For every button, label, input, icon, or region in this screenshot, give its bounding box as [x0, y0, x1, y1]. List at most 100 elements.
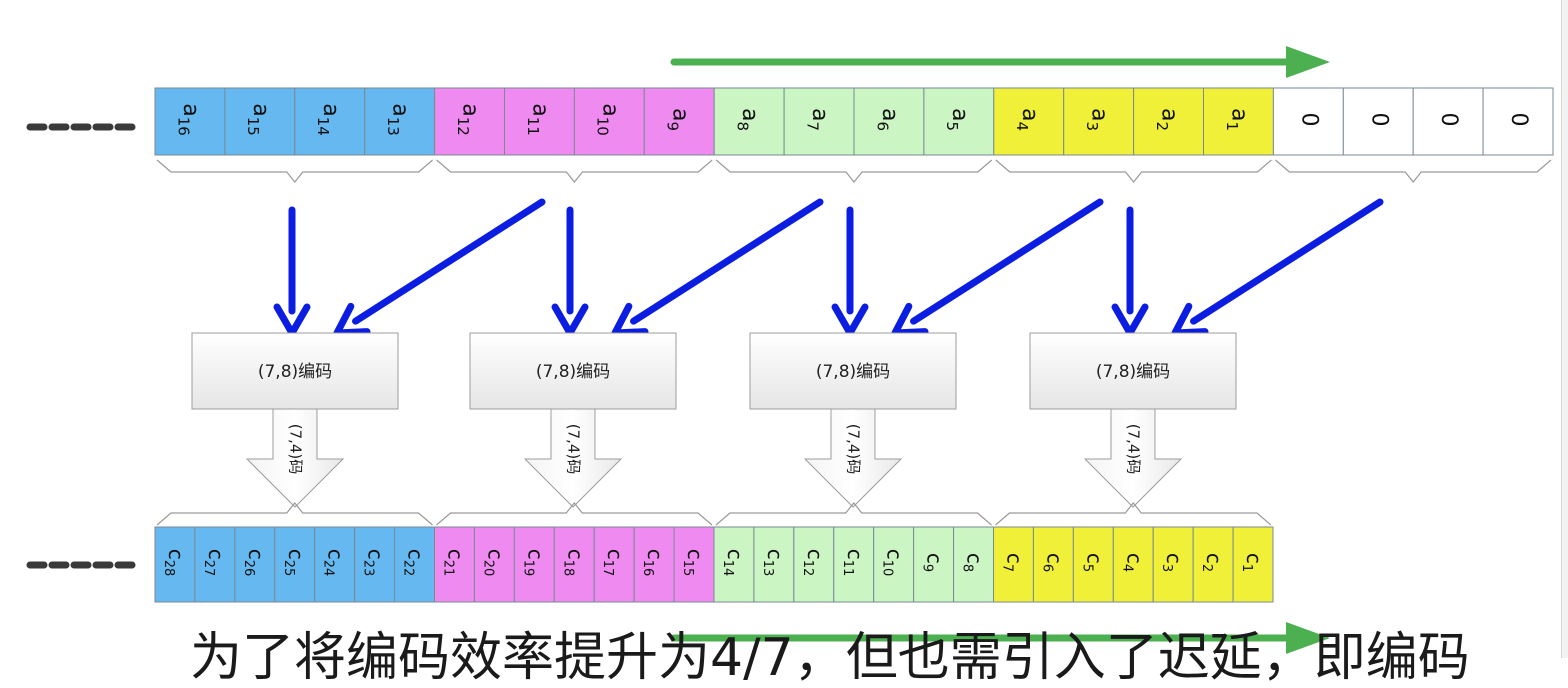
cell-box: [633, 526, 675, 603]
output-cell: c11: [833, 526, 875, 603]
down-arrow-shape: [803, 408, 903, 508]
cell-label: a14: [315, 103, 343, 136]
cell-box: [1482, 87, 1554, 156]
cell-label: a13: [385, 103, 413, 136]
output-cell: c9: [913, 526, 955, 603]
cell-label: a3: [1084, 108, 1112, 131]
encoder-label: (7,8)编码: [816, 362, 890, 382]
input-cell: a11: [504, 87, 575, 156]
cell-box: [853, 87, 925, 156]
cell-label: c23: [361, 549, 388, 577]
cell-label: c22: [401, 549, 428, 577]
input-cell: a6: [853, 87, 925, 156]
cell-label: c3: [1160, 553, 1187, 572]
output-cell: c21: [434, 526, 475, 603]
cell-label: c19: [521, 549, 548, 577]
cell-label: c7: [1000, 553, 1027, 572]
output-cell: c26: [234, 526, 276, 603]
cell-label: c16: [641, 549, 668, 577]
cell-label: 0: [1366, 113, 1391, 127]
mapping-arrow: [831, 206, 869, 337]
cell-box: [224, 87, 296, 156]
input-cell: a3: [1063, 87, 1135, 156]
cell-label: c1: [1240, 553, 1267, 572]
mapping-arrow: [1171, 198, 1384, 337]
output-cell: c15: [673, 526, 715, 603]
input-cell: a10: [573, 87, 645, 156]
encoder-box: [1029, 332, 1237, 410]
output-cell: c23: [354, 526, 396, 603]
cell-label: c21: [441, 549, 468, 577]
encoder-box: [749, 332, 957, 410]
cell-box: [274, 526, 316, 603]
group-brace: [995, 159, 1272, 183]
output-cell: c27: [194, 526, 236, 603]
arrow-label: (7,4)码: [845, 424, 863, 475]
output-cell: c19: [513, 526, 555, 603]
input-cell: a1: [1203, 87, 1274, 156]
cell-box: [314, 526, 356, 603]
output-cell: c13: [753, 526, 795, 603]
cell-box: [993, 526, 1034, 603]
output-cell: c25: [274, 526, 316, 603]
output-cell: c22: [394, 526, 436, 603]
cell-box: [354, 526, 396, 603]
input-cell: a15: [224, 87, 296, 156]
cell-box: [1272, 87, 1344, 156]
cell-label: a12: [454, 103, 482, 136]
cell-label: c24: [321, 549, 348, 577]
output-cell: c1: [1232, 526, 1274, 603]
output-cell: c16: [633, 526, 675, 603]
mapping-arrow: [273, 206, 311, 337]
direction-arrow-top: [670, 46, 1330, 78]
cell-label: c17: [601, 549, 628, 577]
output-group-braces: [156, 502, 1272, 526]
cell-box: [513, 526, 555, 603]
group-brace: [156, 502, 433, 526]
cell-box: [553, 526, 595, 603]
cell-label: c10: [880, 549, 907, 577]
group-brace: [715, 502, 992, 526]
encoder-box: [469, 332, 677, 410]
down-arrow-shape: [523, 408, 623, 508]
cell-label: c2: [1200, 553, 1227, 572]
group-brace: [995, 502, 1272, 526]
mapping-arrows: [273, 198, 1384, 337]
cell-label: 0: [1506, 113, 1531, 127]
output-cell: c10: [873, 526, 915, 603]
mapping-arrow: [611, 198, 824, 337]
cell-box: [294, 87, 366, 156]
cell-label: c26: [241, 549, 268, 577]
cell-label: c18: [561, 549, 588, 577]
cell-box: [783, 87, 855, 156]
encoder-block: (7,8)编码(7,4)码: [469, 332, 677, 508]
output-cell: c14: [713, 526, 755, 603]
cell-box: [1133, 87, 1204, 156]
arrow-label: (7,4)码: [287, 424, 305, 475]
output-cell: c18: [553, 526, 595, 603]
input-cell: a13: [364, 87, 436, 156]
encoder-block: (7,8)编码 (7,4)码: [749, 332, 957, 508]
mapping-arrow: [891, 198, 1104, 337]
cell-box: [1192, 526, 1234, 603]
output-cell: c5: [1072, 526, 1114, 603]
group-brace: [715, 159, 993, 183]
encoder-label: (7,8)编码: [1096, 362, 1170, 382]
output-cell: c20: [473, 526, 515, 603]
input-cell: a5: [923, 87, 995, 156]
cell-box: [1232, 526, 1274, 603]
encoder-block: (7,8)编码(7,4)码: [191, 332, 399, 508]
arrow-label: (7,4)码: [565, 424, 583, 475]
cell-box: [753, 526, 795, 603]
cell-label: c28: [161, 549, 188, 577]
cell-label: c15: [681, 549, 708, 577]
cell-label: a2: [1153, 108, 1181, 131]
down-arrow-shape: [245, 408, 345, 508]
cell-box: [833, 526, 875, 603]
cell-label: c27: [201, 549, 228, 577]
cell-label: a5: [944, 108, 972, 131]
cell-box: [434, 526, 475, 603]
